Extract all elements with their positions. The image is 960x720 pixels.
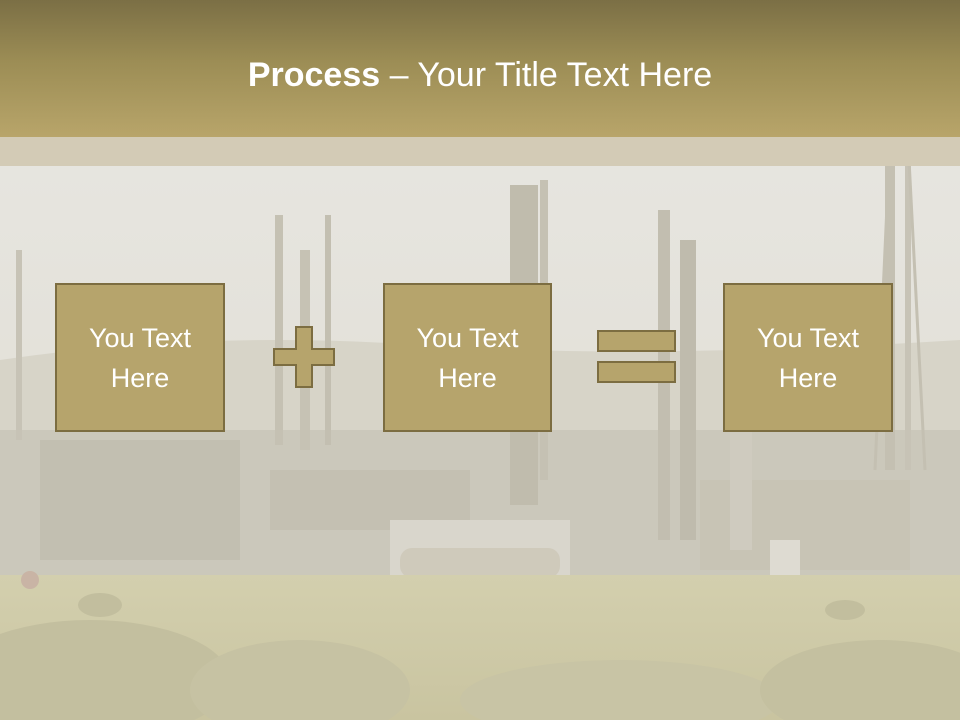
process-box-1[interactable]: You Text Here: [55, 283, 225, 432]
process-box-3-label: You Text Here: [756, 322, 860, 393]
process-box-3[interactable]: You Text Here: [723, 283, 893, 432]
title-bar: Process – Your Title Text Here: [0, 0, 960, 137]
title-underline-band: [0, 137, 960, 166]
slide-title-rest: – Your Title Text Here: [380, 56, 713, 94]
slide-title: Process – Your Title Text Here: [0, 52, 960, 98]
process-box-1-label: You Text Here: [88, 322, 192, 393]
slide-title-bold: Process: [247, 56, 381, 94]
equals-icon: [597, 330, 676, 383]
process-box-2[interactable]: You Text Here: [383, 283, 552, 432]
process-box-2-label: You Text Here: [416, 322, 519, 393]
plus-icon: [273, 326, 335, 388]
